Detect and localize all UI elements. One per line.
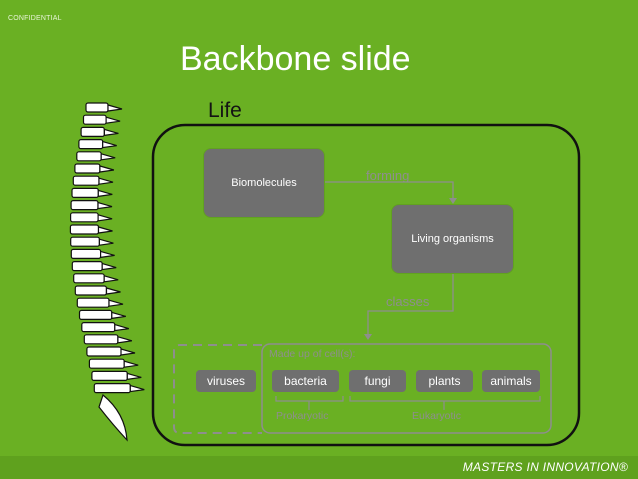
fungi-label: fungi — [364, 374, 391, 388]
vertebra-process — [102, 140, 117, 149]
living-organisms-label: Living organisms — [411, 233, 494, 245]
vertebra-process — [126, 372, 142, 381]
viruses-label: viruses — [206, 374, 245, 388]
vertebra-process — [103, 275, 119, 283]
viruses-box: viruses — [196, 370, 256, 392]
biomolecules-label: Biomolecules — [231, 177, 297, 189]
vertebra-process — [98, 177, 114, 185]
animals-label: animals — [490, 374, 532, 388]
vertebra-process — [129, 384, 145, 393]
spine-illustration — [69, 102, 145, 442]
vertebra-process — [101, 262, 117, 271]
classes-label: classes — [386, 294, 430, 309]
vertebra-process — [105, 287, 121, 295]
vertebra-process — [100, 250, 115, 259]
eukaryotic-bracket — [349, 396, 541, 402]
vertebra-process — [97, 226, 113, 234]
forming-arrowhead — [449, 198, 457, 204]
prokaryotic-label: Prokaryotic — [276, 410, 329, 422]
biomolecules-node: Biomolecules — [204, 149, 324, 217]
eukaryotic-label: Eukaryotic — [412, 410, 462, 422]
living-organisms-node: Living organisms — [392, 205, 513, 273]
brand-logo: MASTERS IN INNOVATION® — [462, 460, 628, 474]
bacteria-box: bacteria — [272, 370, 339, 392]
vertebra-process — [97, 214, 113, 222]
vertebra-process — [123, 360, 139, 368]
life-frame — [151, 123, 581, 447]
vertebra-process — [97, 201, 113, 210]
slide-title: Backbone slide — [180, 40, 411, 78]
vertebra-process — [114, 323, 129, 332]
classes-connector — [367, 274, 454, 338]
vertebra-process — [117, 336, 133, 344]
vertebra-process — [97, 189, 113, 198]
classes-arrowhead — [364, 334, 372, 340]
footer-bar — [0, 456, 638, 479]
forming-label: forming — [366, 168, 410, 183]
vertebra-process — [98, 238, 114, 246]
life-label: Life — [208, 99, 242, 122]
vertebra-process — [107, 104, 123, 112]
forming-connector — [325, 181, 454, 202]
confidential-label: CONFIDENTIAL — [8, 15, 62, 22]
cells-frame — [261, 343, 552, 434]
bacteria-label: bacteria — [284, 374, 327, 388]
cells-label: Made up of cell(s): — [269, 348, 356, 360]
plants-label: plants — [428, 374, 461, 388]
animals-box: animals — [482, 370, 540, 392]
fungi-box: fungi — [349, 370, 406, 392]
vertebra-process — [105, 116, 121, 124]
plants-box: plants — [416, 370, 473, 392]
vertebra-process — [103, 128, 119, 137]
vertebra-process — [100, 153, 116, 161]
vertebra-process — [108, 299, 124, 307]
vertebra-process — [111, 311, 126, 320]
prokaryotic-bracket — [275, 396, 344, 402]
vertebra-process — [99, 165, 115, 173]
vertebra-process — [120, 348, 136, 356]
spine-tail — [98, 393, 128, 442]
